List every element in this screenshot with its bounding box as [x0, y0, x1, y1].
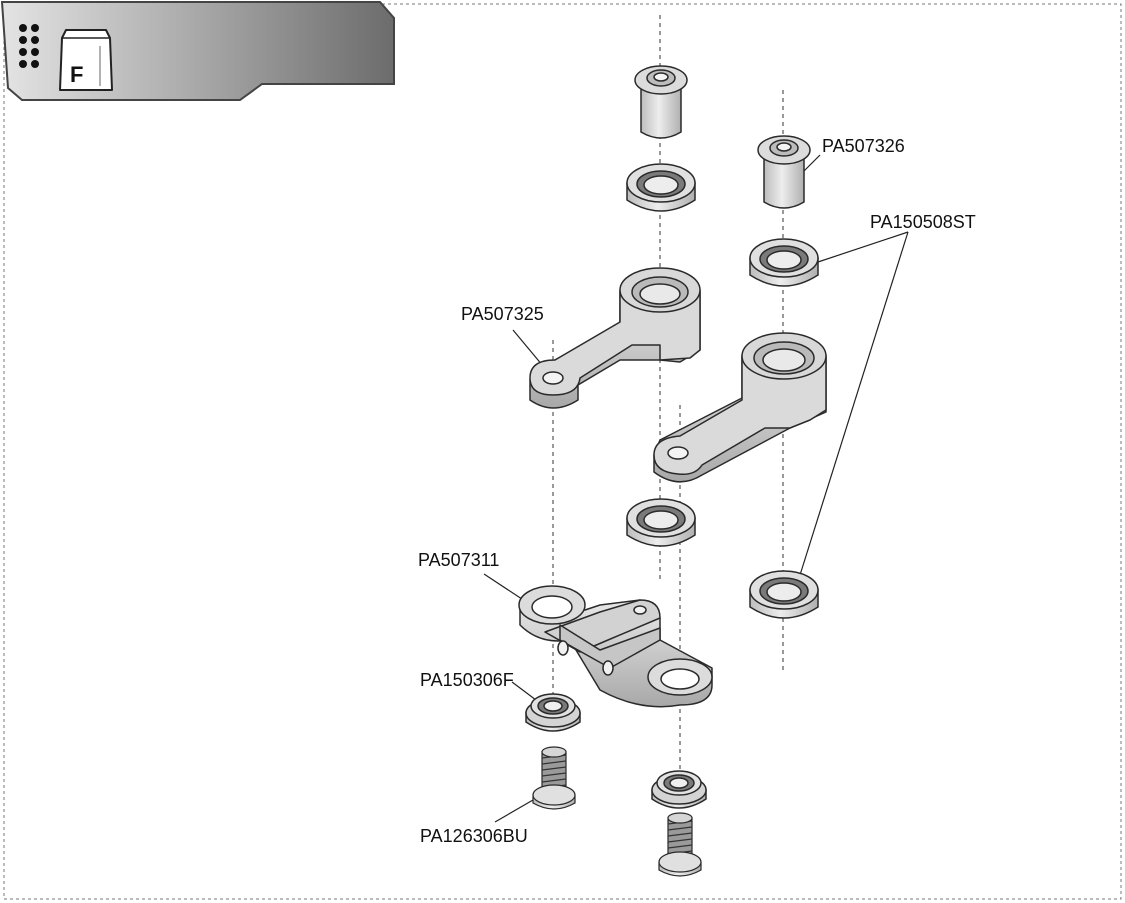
- flanged-bearing-part: [525, 693, 581, 732]
- label-pa126306bu: PA126306BU: [420, 826, 528, 846]
- page-frame: [3, 3, 1122, 900]
- bag-letter: F: [70, 62, 83, 87]
- flanged-bearing-part: [651, 770, 707, 809]
- steering-arm-part: [653, 332, 827, 483]
- label-pa507326: PA507326: [822, 136, 905, 156]
- steering-arm-part: [529, 267, 701, 409]
- label-pa150508st: PA150508ST: [870, 212, 976, 232]
- screw-part: [532, 746, 576, 810]
- screw-part: [658, 812, 702, 877]
- label-pa507325: PA507325: [461, 304, 544, 324]
- bearing-part: [626, 163, 696, 212]
- bearing-part: [749, 238, 819, 287]
- label-pa150306f: PA150306F: [420, 670, 514, 690]
- bearing-part: [626, 498, 696, 547]
- parts-bag-icon: F: [59, 29, 113, 91]
- bag-header: F: [0, 1, 395, 101]
- dots-icon: [19, 24, 39, 68]
- bushing-part: [757, 135, 811, 209]
- link-bridge-part: [518, 585, 713, 708]
- label-pa507311: PA507311: [418, 550, 499, 570]
- bushing-part: [634, 65, 688, 139]
- bearing-part: [749, 570, 819, 619]
